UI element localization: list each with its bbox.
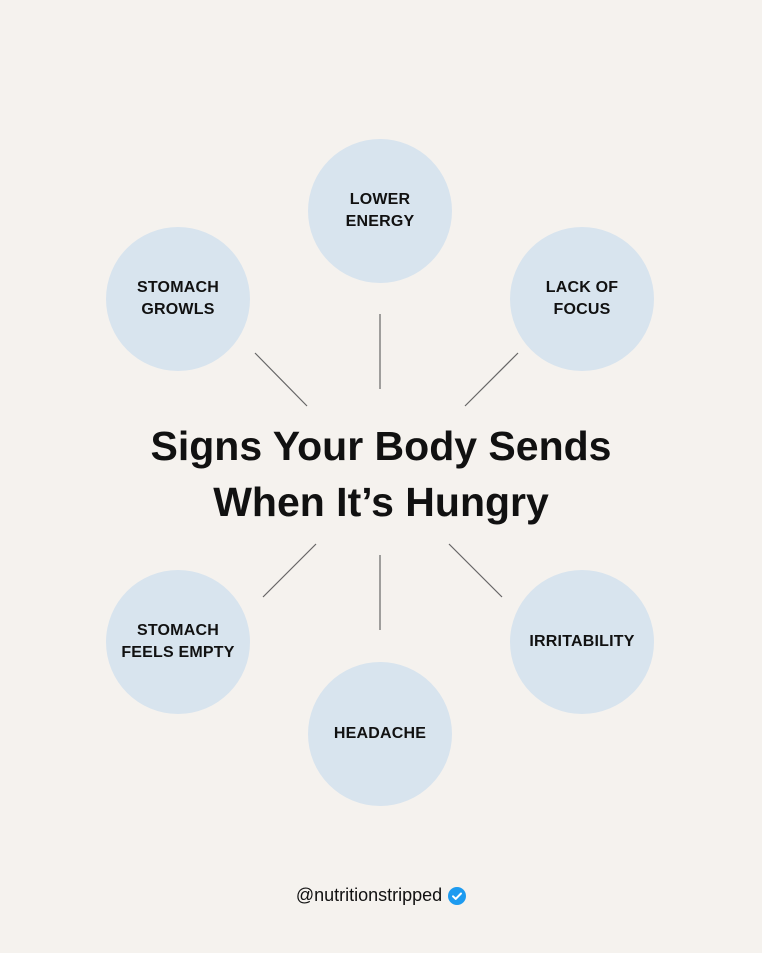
connector-line xyxy=(254,352,308,407)
connector-line xyxy=(262,543,317,598)
handle-text: @nutritionstripped xyxy=(295,885,443,905)
connector-line xyxy=(448,543,503,598)
sign-irritability: IRRITABILITY xyxy=(510,570,654,714)
social-handle: @nutritionstripped xyxy=(0,885,762,906)
sign-stomach-feels-empty: STOMACH FEELS EMPTY xyxy=(106,570,250,714)
sign-headache: HEADACHE xyxy=(308,662,452,806)
sign-lack-of-focus: LACK OF FOCUS xyxy=(510,227,654,371)
sign-stomach-growls: STOMACH GROWLS xyxy=(106,227,250,371)
sign-lower-energy: LOWER ENERGY xyxy=(308,139,452,283)
verified-badge-icon xyxy=(448,886,467,905)
connector-line xyxy=(464,352,519,407)
page-title: Signs Your Body Sends When It’s Hungry xyxy=(150,423,612,525)
